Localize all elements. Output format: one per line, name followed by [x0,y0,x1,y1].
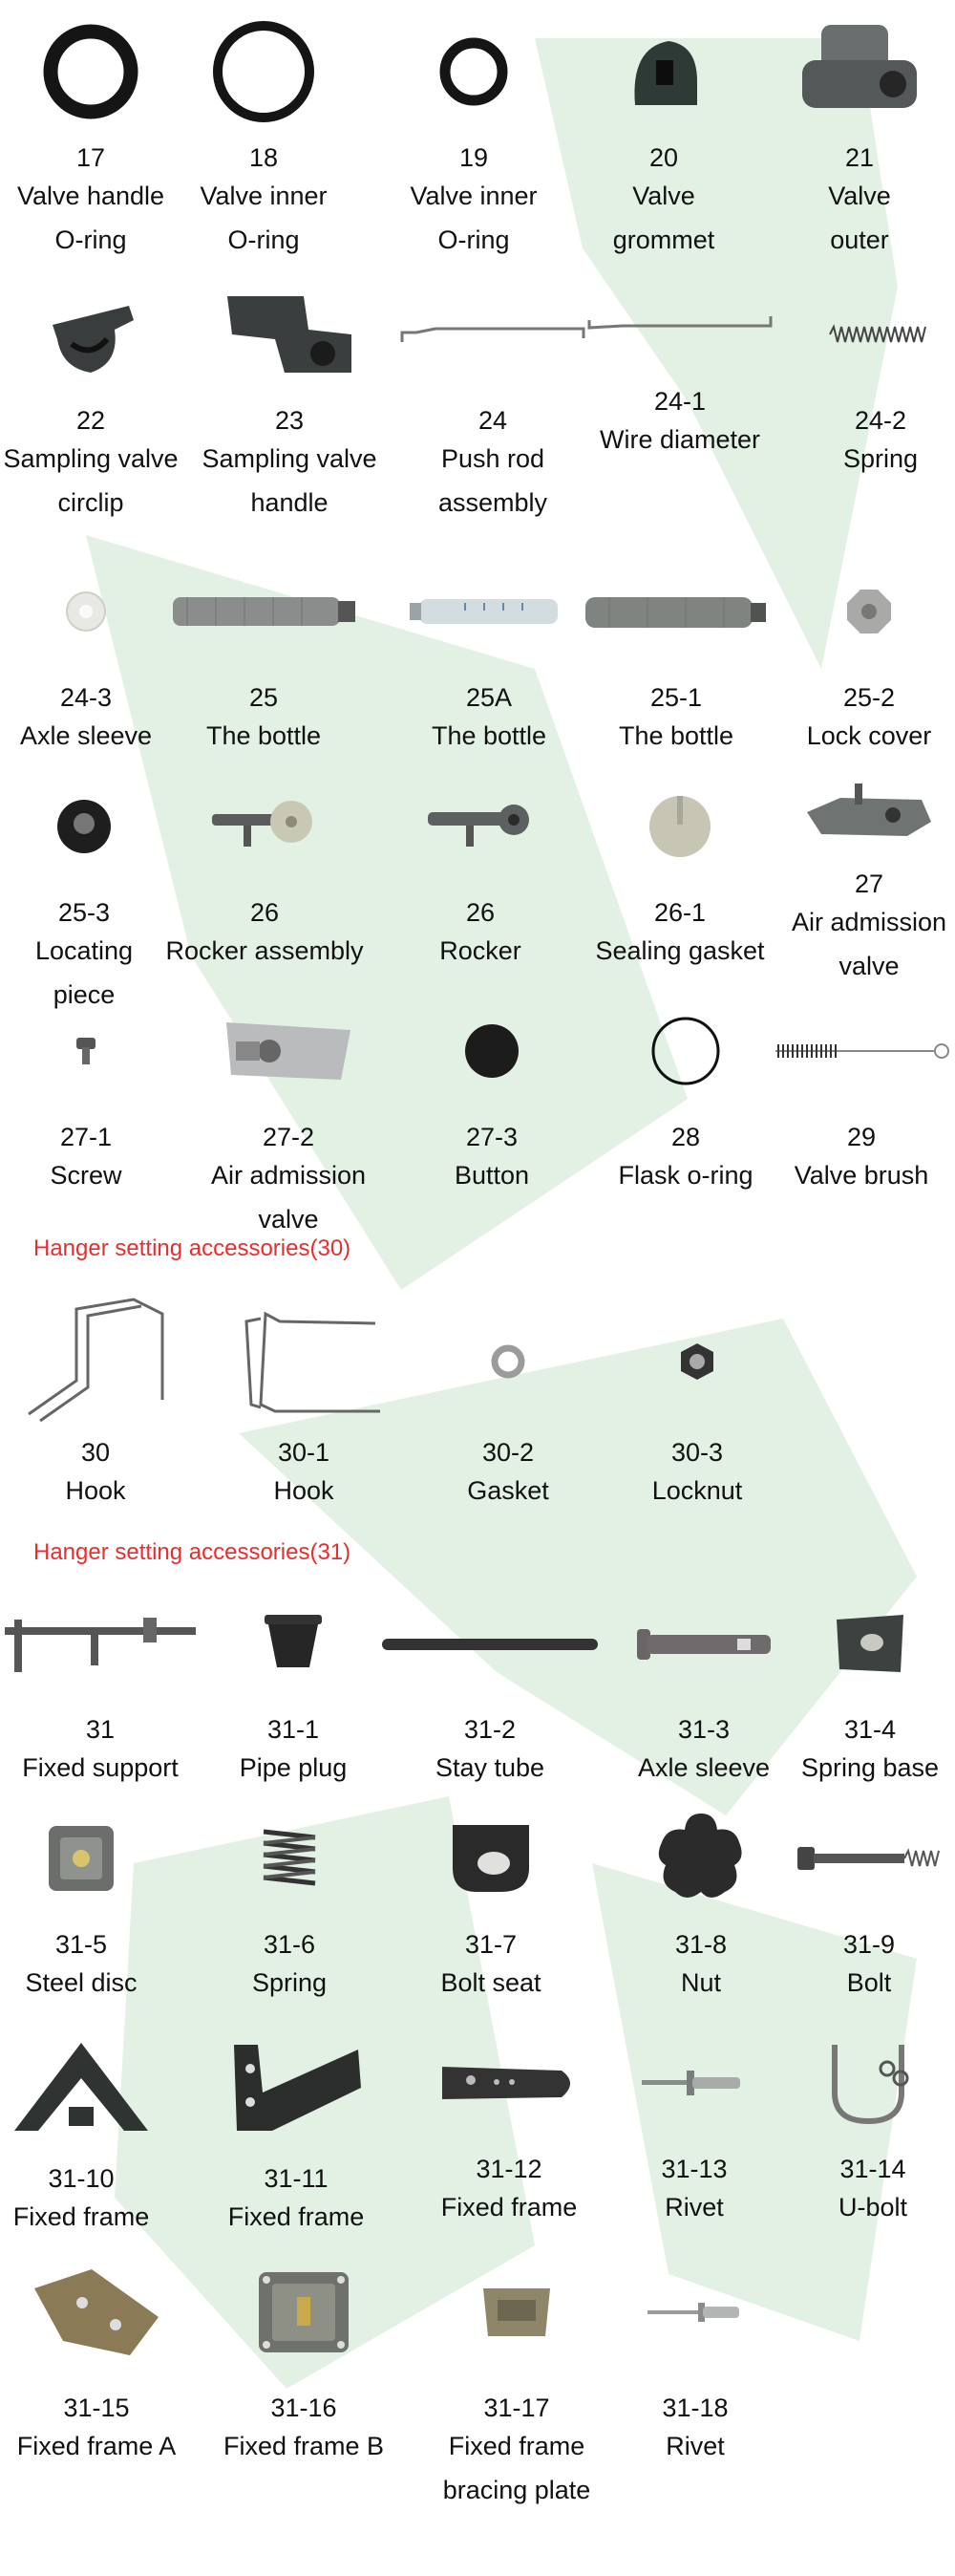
part-item-30: 30 Hook [0,1295,201,1513]
part-item-22: 22 Sampling valve circlip [0,272,196,525]
part-item-26-assembly: 26 Rocker assembly [159,764,370,973]
part-item-31-1: 31-1 Pipe plug [188,1581,398,1790]
part-item-30-2: 30-2 Gasket [403,1295,613,1513]
fixed-support-image [0,1581,201,1706]
part-item-25-1: 25-1 The bottle [571,549,781,758]
hook-image [0,1295,191,1428]
bottle-image [393,549,584,674]
o-ring-image [168,10,359,134]
fixed-frame-image [0,2021,177,2155]
part-item-30-1: 30-1 Hook [199,1295,409,1513]
o-ring-image [0,10,186,134]
stay-tube-image [380,1581,600,1706]
rocker-assembly-image [169,764,360,889]
rivet-image [600,2241,791,2384]
part-item-24: 24 Push rod assembly [388,272,598,525]
part-item-24-2: 24-2 Spring [775,272,955,481]
fixed-frame-a-image [1,2241,192,2384]
rivet-image [599,2021,790,2145]
bolt-image [774,1796,955,1921]
part-item-31-16: 31-16 Fixed frame B [199,2241,409,2468]
sampling-valve-handle-image [194,272,385,397]
spring-image [785,272,955,397]
wire-image [584,272,775,377]
bolt-seat-image [395,1796,586,1921]
fixed-frame-image [414,2021,605,2145]
part-item-19: 19 Valve inner O-ring [369,10,579,262]
gasket-image [413,1295,604,1428]
circlip-image [0,272,186,397]
spring-base-image [775,1581,955,1706]
part-item-23: 23 Sampling valve handle [184,272,394,525]
part-item-26-rocker: 26 Rocker [375,764,585,973]
valve-grommet-image [568,10,759,134]
part-item-31-12: 31-12 Fixed frame [404,2021,614,2229]
part-item-31-10: 31-10 Fixed frame [0,2021,186,2239]
part-item-27-3: 27-3 Button [387,989,597,1197]
part-item-29: 29 Valve brush [756,989,955,1197]
section-title-hanger-30: Hanger setting accessories(30) [33,1235,351,1261]
part-item-31-2: 31-2 Stay tube [382,1581,598,1790]
part-item-31-18: 31-18 Rivet [590,2241,800,2468]
part-item-27-1: 27-1 Screw [0,989,191,1197]
part-item-21: 21 Valve outer [754,10,955,262]
bracing-plate-image [421,2241,612,2384]
part-item-31-11: 31-11 Fixed frame [191,2021,401,2239]
part-item-24-1: 24-1 Wire diameter [575,272,785,462]
part-item-31-9: 31-9 Bolt [764,1796,955,2005]
steel-disc-image [0,1796,177,1921]
air-admission-valve-image [193,989,384,1113]
part-item-25: 25 The bottle [159,549,369,758]
push-rod-image [397,272,588,397]
axle-sleeve-image [0,549,181,674]
bottle-image [581,549,772,674]
part-item-31: 31 Fixed support [0,1581,205,1790]
part-item-30-3: 30-3 Locknut [592,1295,802,1513]
part-item-17: 17 Valve handle O-ring [0,10,196,262]
part-item-31-4: 31-4 Spring base [765,1581,955,1790]
part-item-31-14: 31-14 U-bolt [768,2021,955,2229]
sealing-gasket-image [584,764,775,889]
valve-outer-image [764,10,955,134]
button-image [396,989,587,1113]
section-title-hanger-31: Hanger setting accessories(31) [33,1539,351,1565]
part-item-18: 18 Valve inner O-ring [159,10,369,262]
screw-image [0,989,181,1113]
valve-brush-image [766,989,955,1113]
part-item-31-5: 31-5 Steel disc [0,1796,186,2005]
part-item-31-7: 31-7 Bolt seat [386,1796,596,2005]
part-item-31-6: 31-6 Spring [184,1796,394,2005]
part-item-25a: 25A The bottle [384,549,594,758]
part-item-20: 20 Valve grommet [559,10,769,262]
hook-image [208,1295,399,1428]
part-item-25-2: 25-2 Lock cover [764,549,955,758]
fixed-frame-image [201,2021,392,2155]
locating-piece-image [0,764,180,889]
part-item-27-2: 27-2 Air admission valve [183,989,393,1241]
rocker-image [385,764,576,889]
o-ring-image [378,10,569,134]
part-item-31-15: 31-15 Fixed frame A [0,2241,202,2468]
fixed-frame-b-image [208,2241,399,2384]
pipe-plug-image [198,1581,389,1706]
part-item-26-1: 26-1 Sealing gasket [575,764,785,973]
part-item-27: 27 Air admission valve [764,764,955,988]
locknut-image [602,1295,793,1428]
flask-o-ring-image [590,989,781,1113]
bottle-image [168,549,359,674]
air-admission-valve-image [774,764,955,860]
lock-cover-image [774,549,955,674]
spring-image [194,1796,385,1921]
u-bolt-image [777,2021,955,2145]
